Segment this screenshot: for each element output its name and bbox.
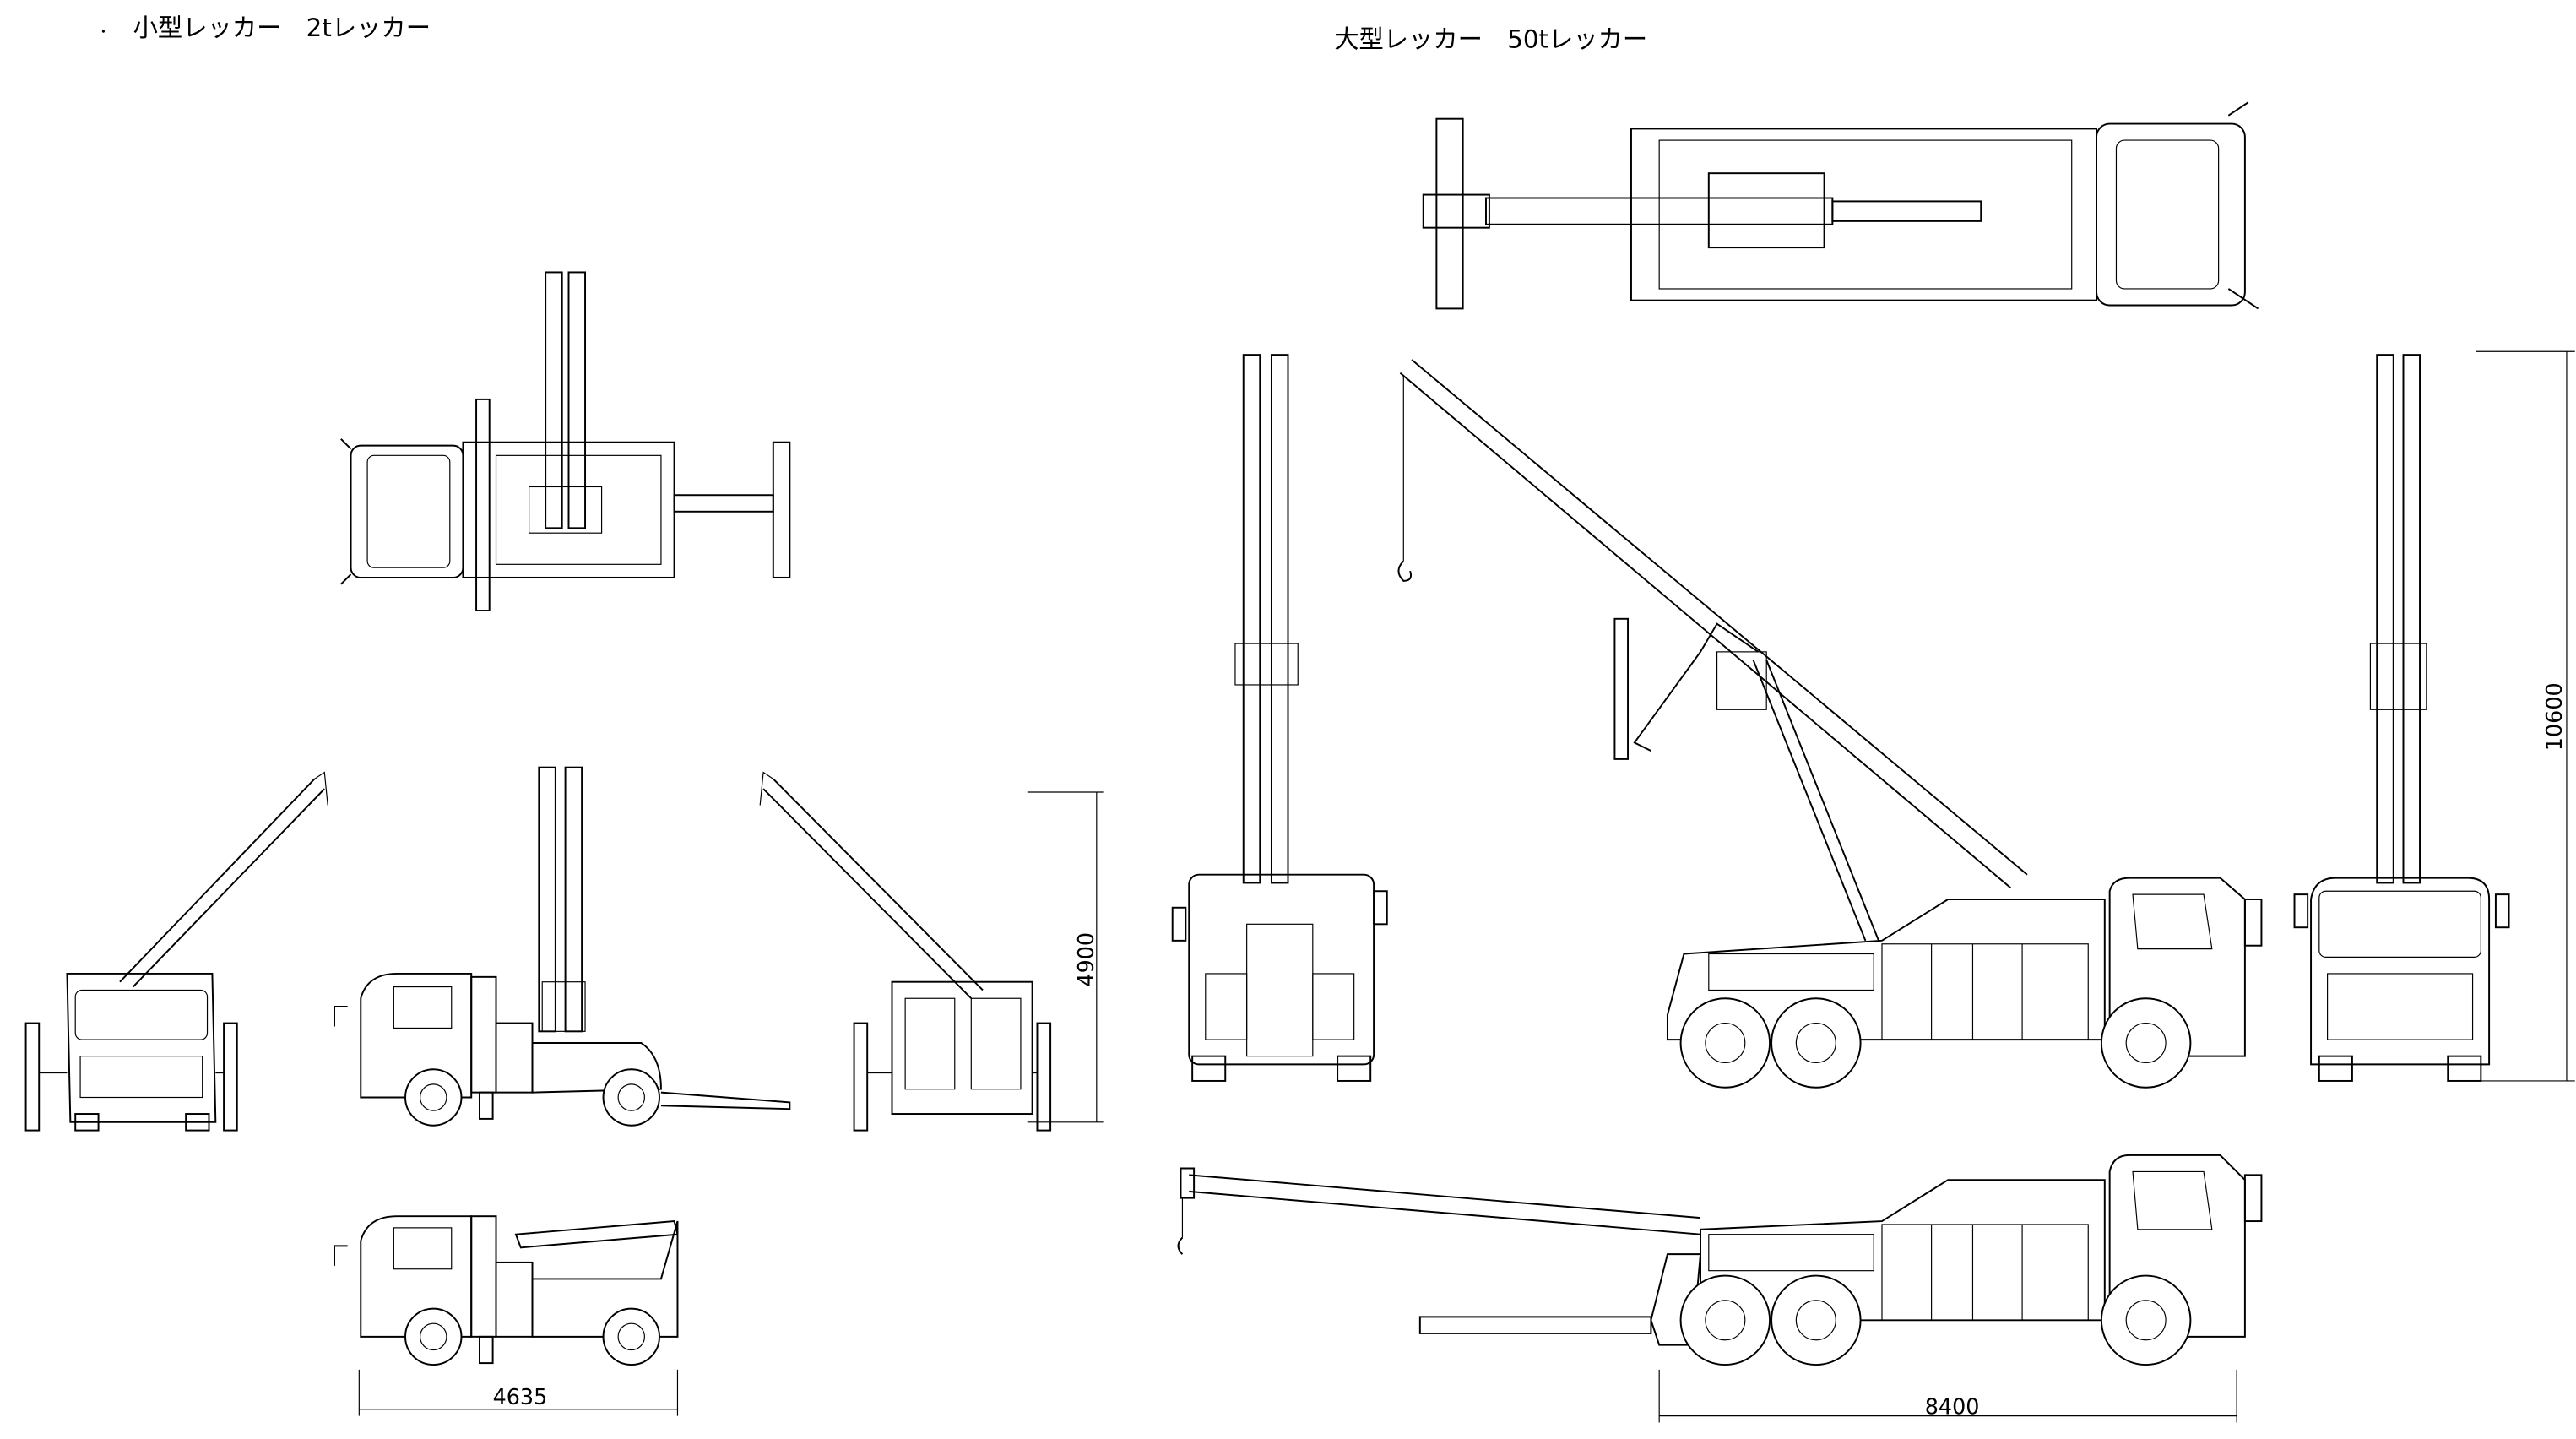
- large-height-label: 10600: [2541, 682, 2567, 751]
- small-truck-height-dimension: 4900: [1027, 791, 1104, 1123]
- small-truck-rear-view: [759, 771, 1052, 1132]
- small-length-label: 4635: [493, 1384, 548, 1409]
- title-dot: [101, 30, 105, 33]
- large-truck-height-dimension: 10600: [2476, 350, 2575, 1082]
- large-truck-top-view: [1422, 101, 2259, 310]
- small-truck-length-dimension: 4635: [358, 1369, 679, 1416]
- large-truck-rear-view: [1171, 354, 1388, 1082]
- small-truck-side-view: [334, 766, 791, 1127]
- small-height-label: 4900: [1073, 932, 1098, 987]
- large-truck-title: 大型レッカー 50tレッカー: [1334, 25, 1647, 54]
- large-truck-side-view-boom-extended: [1177, 1154, 2263, 1366]
- large-truck-length-dimension: 8400: [1658, 1369, 2237, 1423]
- small-truck-front-view: [24, 771, 328, 1132]
- small-truck-top-view: [340, 271, 791, 612]
- large-truck-side-view-boom-up: [1397, 359, 2263, 1089]
- large-truck-front-view: [2293, 354, 2510, 1082]
- small-truck-stowed-side-view: [334, 1215, 679, 1366]
- large-length-label: 8400: [1925, 1394, 1980, 1420]
- small-truck-title: 小型レッカー 2tレッカー: [133, 14, 431, 42]
